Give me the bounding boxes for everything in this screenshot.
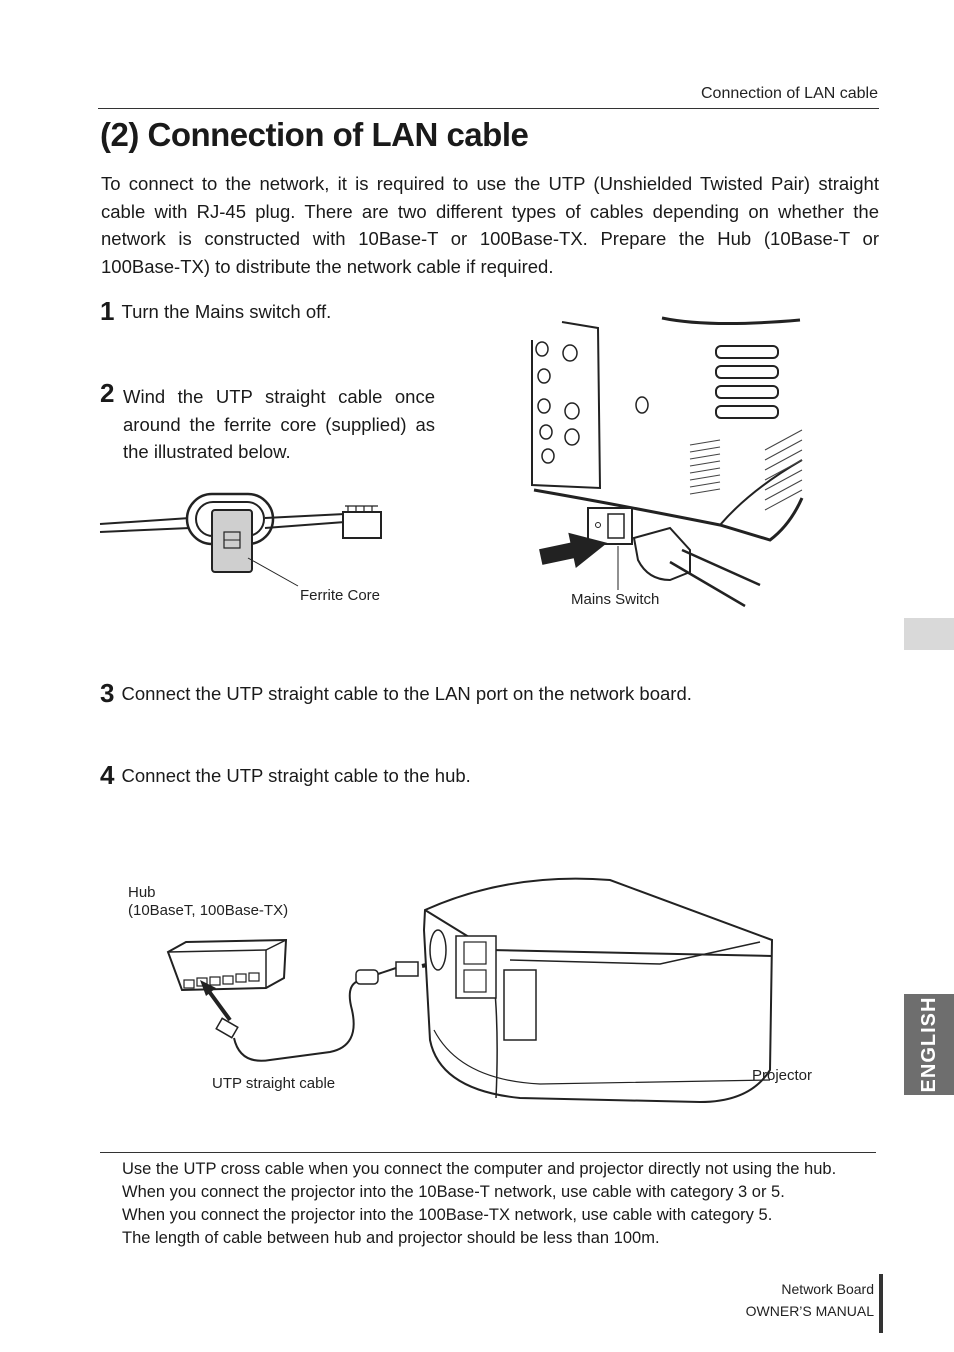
note-item: The length of cable between hub and proj…	[122, 1229, 660, 1247]
hub-label: Hub (10BaseT, 100Base-TX)	[128, 884, 288, 920]
note-item: Use the UTP cross cable when you connect…	[122, 1160, 837, 1178]
running-header: Connection of LAN cable	[701, 85, 878, 102]
ferrite-core-label: Ferrite Core	[300, 587, 381, 604]
notes-section: Use the UTP cross cable when you connect…	[122, 1158, 882, 1250]
utp-cable-label: UTP straight cable	[212, 1075, 336, 1092]
hub-label-line1: Hub	[128, 884, 156, 901]
step-number: 3	[100, 678, 115, 708]
step-3: 3 Connect the UTP straight cable to the L…	[100, 678, 692, 708]
ferrite-core-illustration	[99, 492, 382, 587]
step-1: 1 Turn the Mains switch off.	[100, 296, 332, 326]
step-2-number: 2	[100, 378, 121, 408]
step-number: 1	[100, 296, 115, 326]
language-tab: ENGLISH	[904, 994, 954, 1095]
step-text: Connect the UTP straight cable to the LA…	[121, 683, 692, 704]
step-number: 4	[100, 760, 115, 790]
note-item: When you connect the projector into the …	[122, 1206, 773, 1224]
step-4: 4 Connect the UTP straight cable to the h…	[100, 760, 471, 790]
footer-line2: OWNER’S MANUAL	[745, 1303, 874, 1319]
hub-label-line2: (10BaseT, 100Base-TX)	[128, 902, 289, 919]
footer-bar	[879, 1274, 883, 1333]
notes-divider	[100, 1152, 876, 1153]
intro-paragraph: To connect to the network, it is require…	[101, 173, 879, 277]
header-divider	[98, 108, 879, 109]
mains-switch-illustration	[531, 316, 804, 608]
hub-projector-illustration	[166, 877, 774, 1104]
side-tab-marker	[904, 618, 954, 650]
footer: Network Board OWNER’S MANUAL	[746, 1278, 874, 1322]
note-item: When you connect the projector into the …	[122, 1183, 785, 1201]
projector-label: Projector	[752, 1067, 813, 1084]
step-text: Connect the UTP straight cable to the hu…	[121, 765, 471, 786]
step-text: Turn the Mains switch off.	[121, 301, 332, 322]
step-number: 2	[100, 378, 115, 408]
step-2-text: Wind the UTP straight cable once around …	[123, 386, 435, 462]
mains-switch-label: Mains Switch	[571, 591, 660, 608]
language-tab-label: ENGLISH	[917, 996, 940, 1093]
footer-line1: Network Board	[781, 1281, 874, 1297]
page-title: (2) Connection of LAN cable	[100, 116, 529, 153]
